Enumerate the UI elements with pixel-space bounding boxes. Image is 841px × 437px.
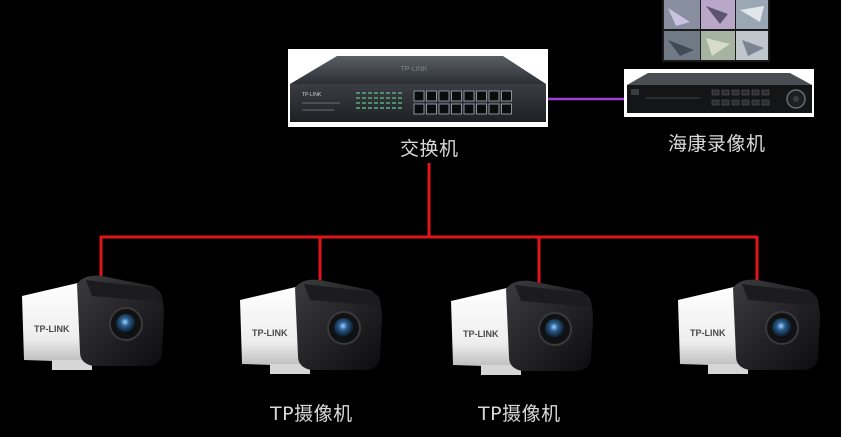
camera-lens-icon [334,318,354,338]
camera-brand-text: TP-LINK [252,328,288,338]
camera-mount [52,360,92,370]
switch-port-grid [413,90,512,115]
switch-port [413,90,425,102]
switch-port [451,90,462,102]
camera-sunshade [86,280,163,302]
camera-mount [270,364,310,374]
camera-body [240,286,302,366]
switch-port [438,90,450,102]
camera-lens-icon [545,319,565,339]
switch-device: TP-LINK TP-LINK [288,49,548,127]
camera-sunshade [742,284,819,306]
camera-brand-text: TP-LINK [463,329,499,339]
camera-brand-text: TP-LINK [690,328,726,338]
switch-label: 交换机 [400,138,459,160]
camera-lens-icon [772,318,792,338]
camera-brand-text: TP-LINK [34,324,70,334]
camera-lens-icon [116,314,136,334]
nvr-label: 海康录像机 [668,133,766,155]
switch-port [451,103,462,115]
monitor-screen [662,0,770,62]
cable-network [99,97,759,284]
camera-2-label: TP摄像机 [270,403,353,425]
camera-body [451,287,513,367]
camera-mount [481,365,521,375]
camera-row: TP-LINK TP-LINK TP-LINK TP-LINK [22,275,820,375]
nvr-device [624,0,814,117]
switch-port [426,103,437,115]
switch-port [501,103,512,115]
camera-2: TP-LINK [240,279,382,374]
switch-port [488,103,500,115]
switch-led-panel [356,92,402,109]
switch-top-brand-text: TP-LINK [401,66,428,73]
switch-port [476,103,487,115]
camera-3-label: TP摄像机 [478,403,561,425]
switch-front-brand-text: TP-LINK [302,92,322,98]
switch-port [501,90,512,102]
switch-port [463,103,475,115]
switch-port [488,90,500,102]
camera-4: TP-LINK [678,279,820,374]
camera-1: TP-LINK [22,275,164,370]
camera-mount [708,364,748,374]
switch-port [413,103,425,115]
camera-sunshade [515,285,592,307]
camera-sunshade [304,284,381,306]
camera-3: TP-LINK [451,280,593,375]
camera-body [22,282,84,362]
switch-port [426,90,437,102]
switch-port [463,90,475,102]
camera-body [678,286,740,366]
switch-port [438,103,450,115]
switch-port [476,90,487,102]
